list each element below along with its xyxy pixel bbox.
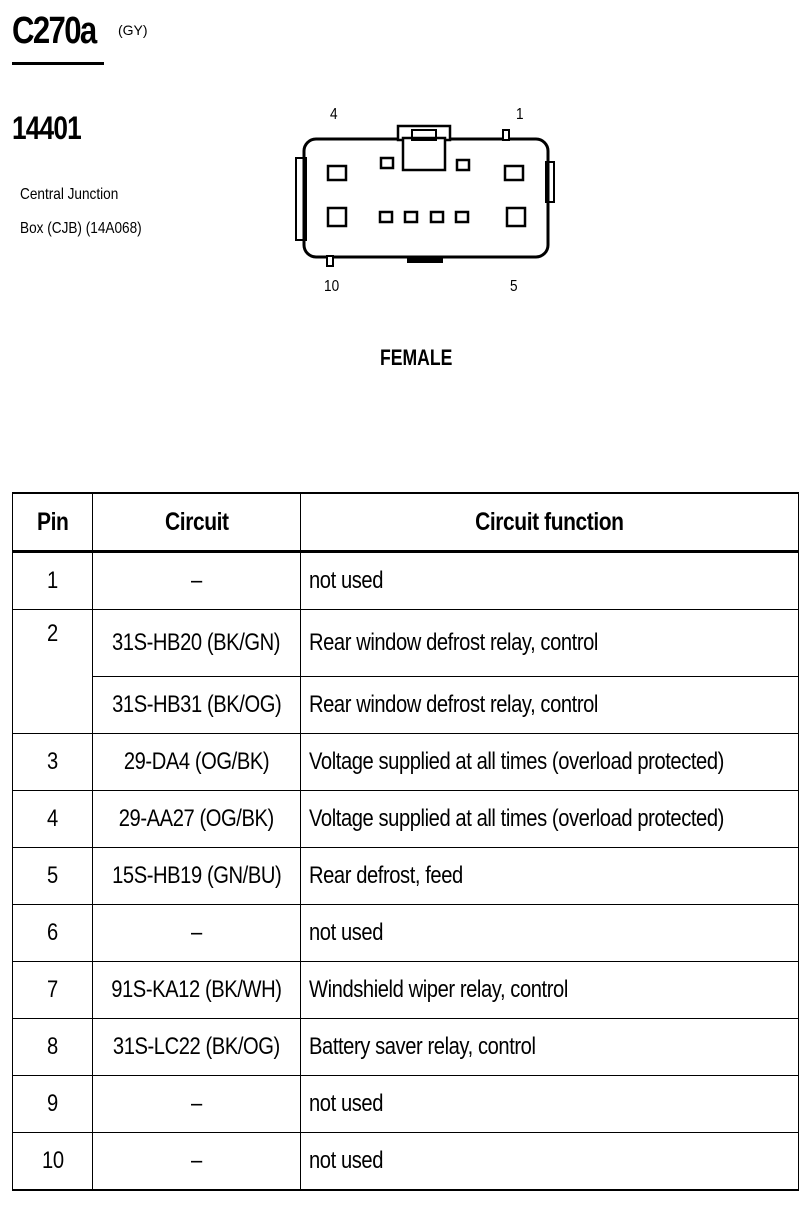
circuit-cell: – xyxy=(92,1074,301,1133)
table-row: 2 31S-HB20 (BK/GN) Rear window defrost r… xyxy=(12,609,799,677)
column-header-circuit: Circuit xyxy=(92,492,301,553)
function-cell: Windshield wiper relay, control xyxy=(300,960,799,1019)
function-cell: Rear defrost, feed xyxy=(300,846,799,905)
connector-face-diagram xyxy=(295,124,555,267)
circuit-cell: 29-DA4 (OG/BK) xyxy=(92,732,301,791)
table-row: 4 29-AA27 (OG/BK) Voltage supplied at al… xyxy=(12,789,799,848)
table-row: 5 15S-HB19 (GN/BU) Rear defrost, feed xyxy=(12,846,799,905)
column-header-pin: Pin xyxy=(12,492,93,553)
function-cell: Battery saver relay, control xyxy=(300,1017,799,1076)
pin-cell: 9 xyxy=(12,1074,93,1133)
pin-cell: 2 xyxy=(12,609,93,676)
pin-cell xyxy=(12,676,93,734)
column-header-circuit-function: Circuit function xyxy=(300,492,799,553)
function-cell: not used xyxy=(300,1131,799,1191)
connector-gender-label: FEMALE xyxy=(380,345,453,370)
component-description-line2: Box (CJB) (14A068) xyxy=(20,220,142,237)
function-cell: Rear window defrost relay, control xyxy=(300,675,799,734)
table-row: 31S-HB31 (BK/OG) Rear window defrost rel… xyxy=(12,675,799,734)
title-underline xyxy=(12,62,104,65)
circuit-cell: 31S-HB20 (BK/GN) xyxy=(92,609,301,677)
circuit-cell: – xyxy=(92,551,301,610)
pin-label-10: 10 xyxy=(324,278,340,295)
table-row: 6 – not used xyxy=(12,903,799,962)
component-description-line1: Central Junction xyxy=(20,186,119,203)
table-row: 8 31S-LC22 (BK/OG) Battery saver relay, … xyxy=(12,1017,799,1076)
function-cell: Voltage supplied at all times (overload … xyxy=(300,732,799,791)
pin-label-5: 5 xyxy=(510,278,518,295)
table-row: 10 – not used xyxy=(12,1131,799,1191)
table-row: 7 91S-KA12 (BK/WH) Windshield wiper rela… xyxy=(12,960,799,1019)
function-cell: not used xyxy=(300,903,799,962)
pin-cell: 8 xyxy=(12,1017,93,1076)
circuit-cell: 31S-HB31 (BK/OG) xyxy=(92,675,301,734)
pin-label-1: 1 xyxy=(516,106,524,123)
pin-cell: 5 xyxy=(12,846,93,905)
pin-cell: 4 xyxy=(12,789,93,848)
pin-cell: 10 xyxy=(12,1131,93,1191)
connector-id-title: C270a xyxy=(12,10,97,52)
table-row: 9 – not used xyxy=(12,1074,799,1133)
function-cell: Rear window defrost relay, control xyxy=(300,609,799,677)
table-row: 1 – not used xyxy=(12,551,799,610)
pin-cell: 7 xyxy=(12,960,93,1019)
pin-cell: 1 xyxy=(12,551,93,610)
circuit-cell: 15S-HB19 (GN/BU) xyxy=(92,846,301,905)
function-cell: not used xyxy=(300,1074,799,1133)
part-number: 14401 xyxy=(12,110,82,146)
circuit-cell: 31S-LC22 (BK/OG) xyxy=(92,1017,301,1076)
pin-label-4: 4 xyxy=(330,106,338,123)
color-code: (GY) xyxy=(118,22,148,38)
circuit-cell: – xyxy=(92,1131,301,1191)
function-cell: not used xyxy=(300,551,799,610)
table-row: 3 29-DA4 (OG/BK) Voltage supplied at all… xyxy=(12,732,799,791)
table-header-row: Pin Circuit Circuit function xyxy=(12,492,799,553)
pin-cell: 6 xyxy=(12,903,93,962)
circuit-cell: 29-AA27 (OG/BK) xyxy=(92,789,301,848)
pin-assignment-table: Pin Circuit Circuit function 1 – not use… xyxy=(12,492,799,1191)
circuit-cell: 91S-KA12 (BK/WH) xyxy=(92,960,301,1019)
pin-cell: 3 xyxy=(12,732,93,791)
circuit-cell: – xyxy=(92,903,301,962)
function-cell: Voltage supplied at all times (overload … xyxy=(300,789,799,848)
